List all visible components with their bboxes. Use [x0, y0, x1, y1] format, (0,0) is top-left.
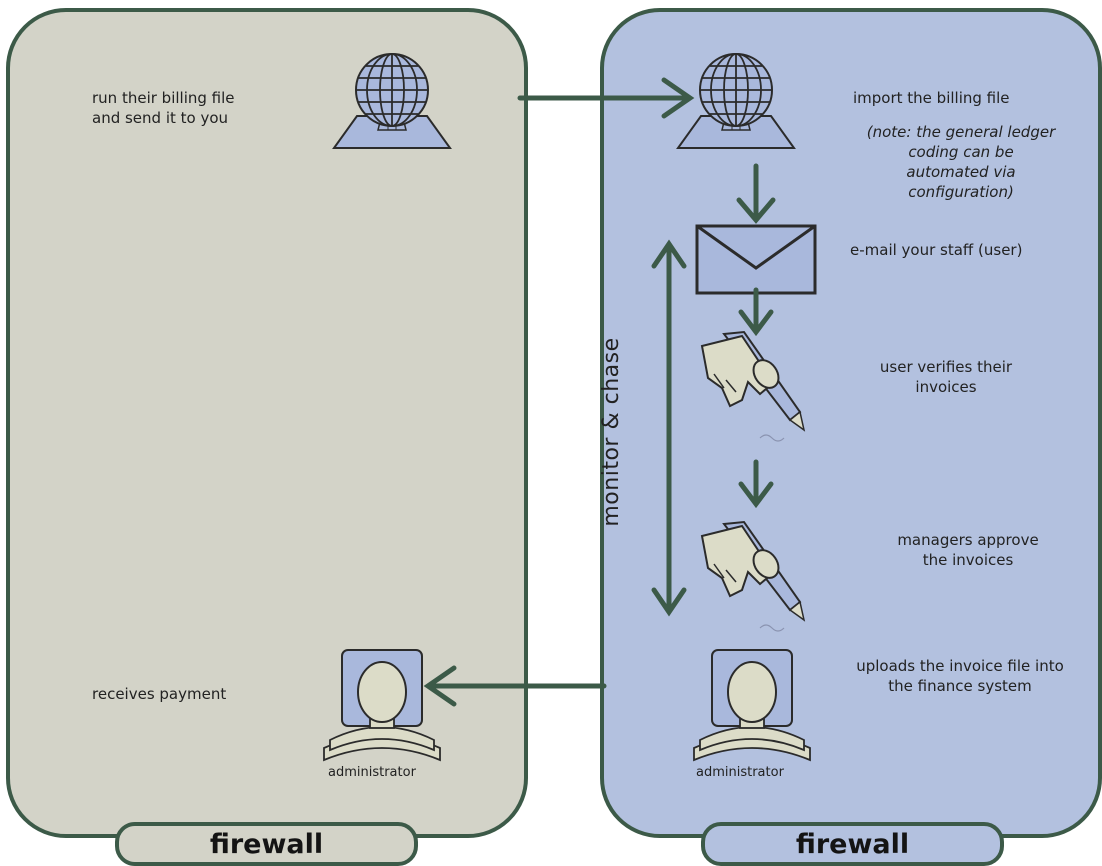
step-user-verifies: user verifies their invoices — [846, 357, 1046, 397]
note-general-ledger: (note: the general ledger coding can be … — [823, 122, 1099, 202]
firewall-label: firewall — [115, 822, 418, 866]
computer-globe-icon — [333, 53, 451, 149]
monitor-chase-label: monitor & chase — [599, 337, 624, 527]
arrow-down-icon — [738, 459, 774, 509]
arrow-down-icon — [738, 287, 774, 337]
administrator-caption: administrator — [696, 765, 784, 780]
arrow-down-icon — [736, 163, 776, 224]
step-run-billing-line2: and send it to you — [92, 109, 229, 127]
administrator-icon — [323, 649, 441, 761]
step-run-billing-line1: run their billing file — [92, 89, 235, 107]
note-line1: (note: the general ledger — [866, 123, 1056, 141]
step-import: import the billing file — [853, 89, 1010, 107]
computer-globe-icon — [677, 53, 795, 149]
note-line3: automated via — [906, 163, 1016, 181]
step-managers-approve-line2: the invoices — [922, 551, 1014, 569]
note-line4: configuration) — [908, 183, 1014, 201]
envelope-icon — [695, 224, 817, 295]
step-user-verifies-line2: invoices — [915, 378, 977, 396]
step-managers-approve: managers approve the invoices — [858, 530, 1078, 570]
step-email-staff: e-mail your staff (user) — [850, 241, 1023, 259]
step-upload-invoice: uploads the invoice file into the financ… — [818, 656, 1102, 696]
arrow-left-icon — [423, 665, 607, 707]
hand-pen-icon — [701, 331, 805, 442]
step-upload-invoice-line1: uploads the invoice file into — [856, 657, 1064, 675]
note-line2: coding can be — [908, 143, 1014, 161]
arrow-right-icon — [517, 77, 695, 119]
step-run-billing: run their billing file and send it to yo… — [92, 88, 235, 128]
administrator-icon — [693, 649, 811, 761]
step-upload-invoice-line2: the finance system — [888, 677, 1032, 695]
step-receives-payment: receives payment — [92, 685, 227, 703]
firewall-label: firewall — [701, 822, 1004, 866]
step-managers-approve-line1: managers approve — [897, 531, 1039, 549]
hand-pen-icon — [701, 521, 805, 632]
step-user-verifies-line1: user verifies their — [879, 358, 1013, 376]
administrator-caption: administrator — [328, 765, 416, 780]
double-arrow-icon — [651, 239, 687, 617]
